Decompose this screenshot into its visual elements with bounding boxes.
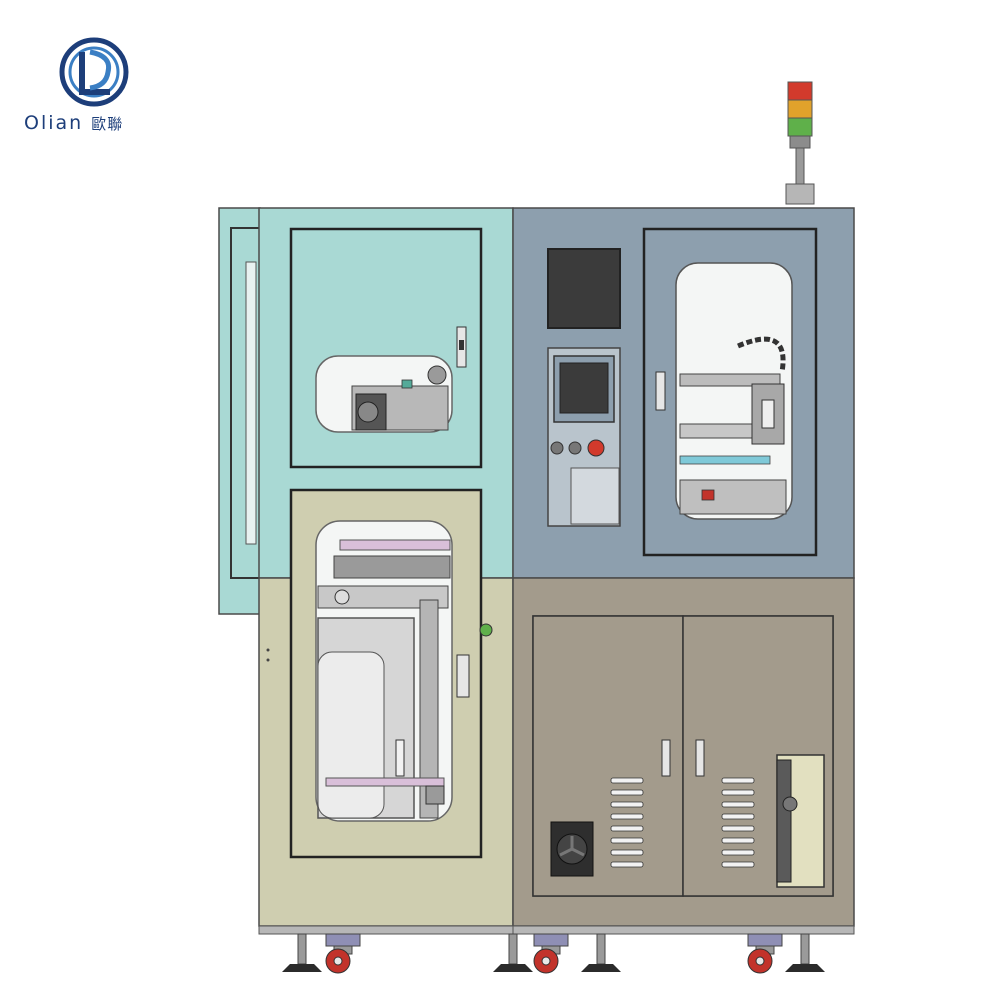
monitor-screen <box>547 248 621 329</box>
signal-light-red <box>787 81 813 101</box>
emergency-stop-icon <box>587 439 605 457</box>
brand-name-en: Olian <box>24 112 84 134</box>
cooling-fan-icon <box>550 821 594 877</box>
lower-right-cabinet <box>512 577 855 927</box>
logo-l-glyph <box>79 52 110 95</box>
logo-ring <box>59 37 129 107</box>
caster-wheel-icon <box>747 933 783 974</box>
leveling-foot <box>493 933 533 972</box>
caster-wheel-icon <box>325 933 361 974</box>
signal-tower-cap <box>789 135 811 149</box>
vent-slots-left <box>610 777 644 868</box>
cabinet-handle-right <box>695 739 705 777</box>
signal-tower-pole <box>795 147 805 185</box>
logo-inner-ring <box>68 46 120 98</box>
cabinet-handle-left <box>661 739 671 777</box>
leveling-foot <box>785 933 825 972</box>
upper-right-module <box>512 207 855 579</box>
leveling-foot <box>581 933 621 972</box>
caster-wheel-icon <box>533 933 569 974</box>
olian-logo <box>59 37 129 107</box>
upper-right-latch <box>655 371 666 411</box>
signal-light-green <box>787 117 813 137</box>
selector-switch-2 <box>568 441 582 455</box>
brand-name-cn: 歐聯 <box>91 115 124 133</box>
logo-d-glyph <box>89 49 112 91</box>
side-door <box>218 207 261 615</box>
leveling-foot <box>282 933 322 972</box>
status-lamp-green <box>479 623 493 637</box>
signal-tower-base <box>785 183 815 205</box>
base-rail-right <box>512 925 855 935</box>
lower-left-handle <box>456 654 470 698</box>
logo-wordmark: Olian 歐聯 <box>24 112 123 134</box>
signal-light-amber <box>787 99 813 119</box>
base-rail-left <box>258 925 514 935</box>
signal-tower-icon <box>785 81 815 205</box>
selector-switch-1 <box>550 441 564 455</box>
vent-slots-right <box>721 777 755 868</box>
cable-chain <box>737 336 786 373</box>
upper-right-window <box>675 262 793 520</box>
lower-left-module <box>258 488 514 927</box>
